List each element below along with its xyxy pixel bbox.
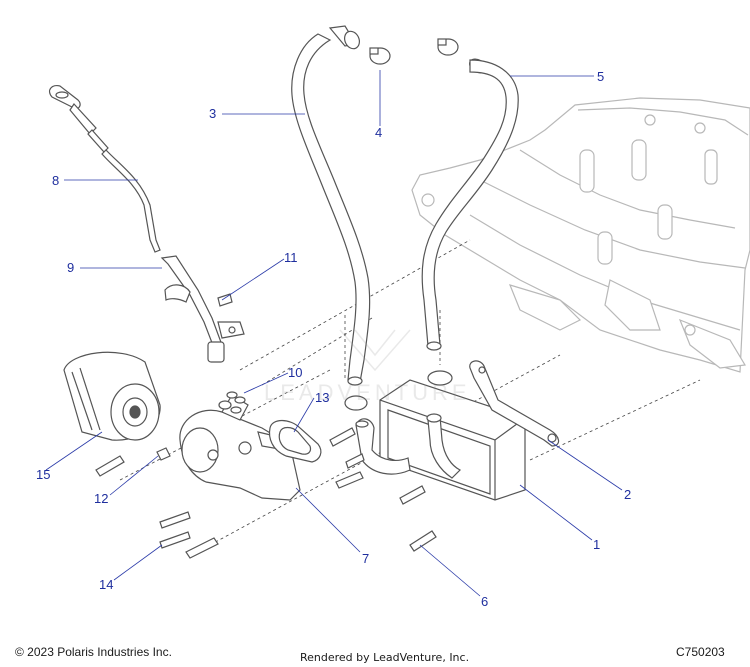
washers bbox=[226, 391, 246, 404]
callout-6[interactable]: 6 bbox=[481, 594, 489, 609]
hose-clamps bbox=[344, 38, 459, 411]
bracket bbox=[469, 360, 560, 447]
callout-10[interactable]: 10 bbox=[288, 365, 303, 380]
oil-cooler bbox=[355, 379, 526, 501]
bolts bbox=[95, 293, 437, 559]
hose-lower bbox=[421, 58, 519, 351]
watermark-text: LEADVENTURE bbox=[264, 380, 471, 405]
leader-lines bbox=[45, 70, 623, 597]
watermark: LEADVENTURE bbox=[264, 329, 471, 405]
copyright-text: © 2023 Polaris Industries Inc. bbox=[15, 645, 172, 659]
callout-5[interactable]: 5 bbox=[597, 69, 605, 84]
callout-1[interactable]: 1 bbox=[593, 537, 601, 552]
hose-upper bbox=[291, 25, 371, 386]
callout-11[interactable]: 11 bbox=[284, 250, 298, 265]
callout-13[interactable]: 13 bbox=[315, 390, 330, 405]
dipstick bbox=[48, 85, 161, 253]
dipstick-tube bbox=[160, 255, 245, 363]
callout-7[interactable]: 7 bbox=[362, 551, 370, 566]
callout-14[interactable]: 14 bbox=[99, 577, 114, 592]
callout-15[interactable]: 15 bbox=[36, 467, 51, 482]
callout-3[interactable]: 3 bbox=[209, 106, 217, 121]
callout-9[interactable]: 9 bbox=[67, 260, 75, 275]
callout-4[interactable]: 4 bbox=[375, 125, 383, 140]
gasket bbox=[218, 400, 322, 463]
oil-pan-housing bbox=[411, 97, 750, 373]
callout-2[interactable]: 2 bbox=[624, 487, 632, 502]
callout-12[interactable]: 12 bbox=[94, 491, 109, 506]
callout-8[interactable]: 8 bbox=[52, 173, 60, 188]
oil-filter bbox=[63, 351, 161, 441]
diagram-code: C750203 bbox=[676, 645, 725, 659]
rendered-by-text: Rendered by LeadVenture, Inc. bbox=[300, 651, 470, 664]
